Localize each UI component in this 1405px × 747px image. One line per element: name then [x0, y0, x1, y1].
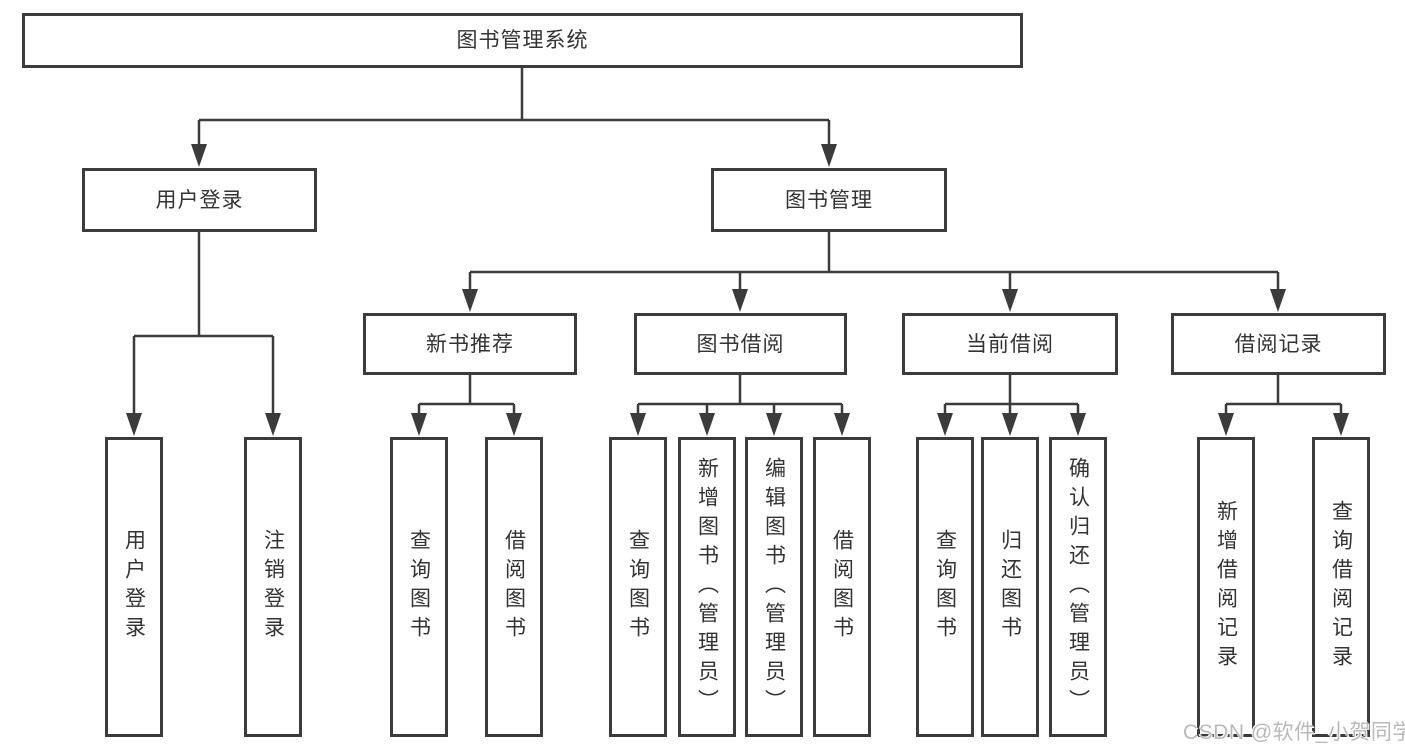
connector-borrow: [636, 375, 844, 419]
node-library-system: 图书管理系统: [22, 13, 1023, 68]
leaf-borrow-add-books-admin: 新增图书（管理员）: [678, 437, 736, 737]
connector-userlogin: [132, 232, 275, 419]
leaf-current-query-books: 查询图书: [916, 437, 974, 737]
node-current-borrow: 当前借阅: [902, 313, 1118, 375]
csdn-watermark: CSDN @软件_小贺同学: [1183, 721, 1405, 744]
connector-root: [197, 68, 831, 150]
connector-records: [1224, 375, 1343, 419]
leaf-borrow-query-books: 查询图书: [609, 437, 667, 737]
node-book-management: 图书管理: [711, 168, 947, 232]
node-borrow-records: 借阅记录: [1171, 313, 1386, 375]
arrowheads: [126, 144, 1349, 436]
node-new-book-recommend: 新书推荐: [363, 313, 577, 375]
node-user-login: 用户登录: [82, 168, 317, 232]
leaf-records-add-record: 新增借阅记录: [1197, 437, 1255, 737]
connector-newbooks: [417, 375, 516, 419]
leaf-borrow-borrow-books: 借阅图书: [813, 437, 871, 737]
leaf-newbooks-query-books: 查询图书: [390, 437, 448, 737]
leaf-newbooks-borrow-books: 借阅图书: [485, 437, 543, 737]
leaf-user-login: 用户登录: [105, 437, 163, 737]
connector-bookmgmt: [468, 232, 1280, 295]
leaf-logout: 注销登录: [244, 437, 302, 737]
leaf-current-confirm-return-admin: 确认归还（管理员）: [1049, 437, 1107, 737]
leaf-records-query-record: 查询借阅记录: [1312, 437, 1370, 737]
leaf-borrow-edit-books-admin: 编辑图书（管理员）: [745, 437, 803, 737]
node-book-borrow: 图书借阅: [634, 313, 847, 375]
leaf-current-return-books: 归还图书: [981, 437, 1039, 737]
connector-current: [943, 375, 1080, 419]
